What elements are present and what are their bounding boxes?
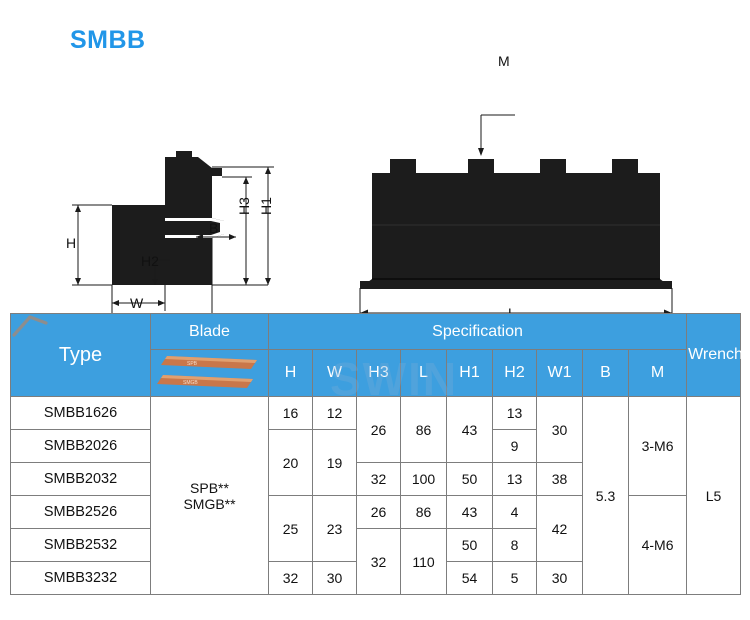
cell-M: 4-M6 bbox=[627, 495, 688, 595]
dim-label-H: H bbox=[66, 235, 77, 251]
dim-label-H2: H2 bbox=[141, 253, 159, 269]
cell-W: 12 bbox=[312, 396, 357, 430]
table-row: SMBB2526 25 23 26 86 43 4 42 4-M6 bbox=[10, 495, 741, 595]
cell-L: 100 bbox=[400, 462, 447, 496]
cell-H3: 26 bbox=[356, 495, 401, 529]
cell-W1: 38 bbox=[536, 462, 583, 496]
cell-H3: 32 bbox=[356, 528, 401, 595]
drawing-svg bbox=[72, 114, 673, 331]
header-col-W: W bbox=[312, 349, 357, 397]
cell-L: 110 bbox=[400, 528, 447, 595]
technical-drawing: H H2 W W1 B H3 H1 M L bbox=[0, 53, 750, 333]
left-view-body bbox=[112, 151, 224, 285]
cell-type: SMBB2532 bbox=[10, 528, 151, 562]
cell-W: 30 bbox=[312, 561, 357, 595]
insert-illustration: SPB SMGB bbox=[157, 356, 257, 388]
table-row: SMBB3232 32 30 54 5 30 bbox=[10, 561, 741, 595]
header-col-W1: W1 bbox=[536, 349, 583, 397]
cell-W1: 30 bbox=[536, 396, 583, 463]
cell-L: 86 bbox=[400, 396, 447, 463]
cell-H1: 43 bbox=[446, 495, 493, 529]
cell-H1: 50 bbox=[446, 462, 493, 496]
header-blade: Blade bbox=[150, 313, 269, 350]
dim-label-M: M bbox=[498, 53, 510, 69]
dim-label-B: B bbox=[209, 220, 219, 236]
wrench-size: L5 bbox=[705, 487, 722, 504]
cell-H3: 32 bbox=[356, 462, 401, 496]
cell-W1: 42 bbox=[536, 495, 583, 562]
header-col-H3: H3 bbox=[356, 349, 401, 397]
svg-text:SMGB: SMGB bbox=[183, 380, 198, 386]
table-row: SMBB2532 32 110 50 8 bbox=[10, 528, 741, 595]
cell-M: 3-M6 bbox=[627, 396, 688, 496]
cell-type: SMBB2032 bbox=[10, 462, 151, 496]
header-col-M: M bbox=[627, 349, 688, 397]
cell-blade: SPB** SMGB** bbox=[150, 396, 269, 595]
blade-image-cell: SPB SMGB bbox=[150, 349, 269, 397]
dim-label-H1: H1 bbox=[258, 197, 274, 215]
cell-W: 23 bbox=[312, 495, 357, 562]
cell-H1: 50 bbox=[446, 528, 493, 562]
header-wrench: Wrench bbox=[686, 313, 743, 397]
cell-H: 25 bbox=[268, 495, 313, 562]
header-specification: Specification bbox=[267, 313, 688, 350]
header-col-H2: H2 bbox=[492, 349, 537, 397]
left-view-dimensions bbox=[72, 166, 274, 331]
table-row: SMBB1626 SPB** SMGB** 16 12 26 86 43 13 … bbox=[10, 315, 742, 595]
header-col-H1: H1 bbox=[446, 349, 493, 397]
wrench-glyph bbox=[12, 315, 48, 337]
cell-wrench: L5 bbox=[12, 315, 742, 595]
svg-text:SPB: SPB bbox=[187, 361, 198, 367]
cell-H: 20 bbox=[268, 429, 313, 496]
cell-H2: 4 bbox=[492, 495, 537, 529]
cell-H1: 54 bbox=[446, 561, 493, 595]
cell-H3: 26 bbox=[356, 396, 401, 463]
header-col-H: H bbox=[268, 349, 313, 397]
blade-text-1: SPB** bbox=[190, 479, 229, 496]
cell-H1: 43 bbox=[446, 396, 493, 463]
cell-type: SMBB3232 bbox=[10, 561, 151, 595]
cell-H2: 9 bbox=[492, 429, 537, 463]
cell-H2: 13 bbox=[492, 462, 537, 496]
dim-label-W: W bbox=[130, 295, 144, 311]
cell-W1: 30 bbox=[536, 561, 583, 595]
cell-H: 32 bbox=[268, 561, 313, 595]
cell-type: SMBB2526 bbox=[10, 495, 151, 529]
cell-type: SMBB2026 bbox=[10, 429, 151, 463]
cell-type: SMBB1626 bbox=[10, 396, 151, 430]
header-col-L: L bbox=[400, 349, 447, 397]
right-view-body bbox=[360, 159, 672, 289]
cell-L: 86 bbox=[400, 495, 447, 529]
dim-label-H3: H3 bbox=[236, 197, 252, 215]
cell-H2: 5 bbox=[492, 561, 537, 595]
page-title: SMBB bbox=[70, 26, 146, 54]
specification-table: Type Blade Specification Wrench SPB SMGB bbox=[10, 313, 743, 595]
cell-W: 19 bbox=[312, 429, 357, 496]
cell-B: 5.3 bbox=[582, 396, 629, 595]
cell-H2: 13 bbox=[492, 396, 537, 430]
header-col-B: B bbox=[582, 349, 629, 397]
cell-H: 16 bbox=[268, 396, 313, 430]
blade-text-2: SMGB** bbox=[183, 495, 236, 512]
cell-H2: 8 bbox=[492, 528, 537, 562]
